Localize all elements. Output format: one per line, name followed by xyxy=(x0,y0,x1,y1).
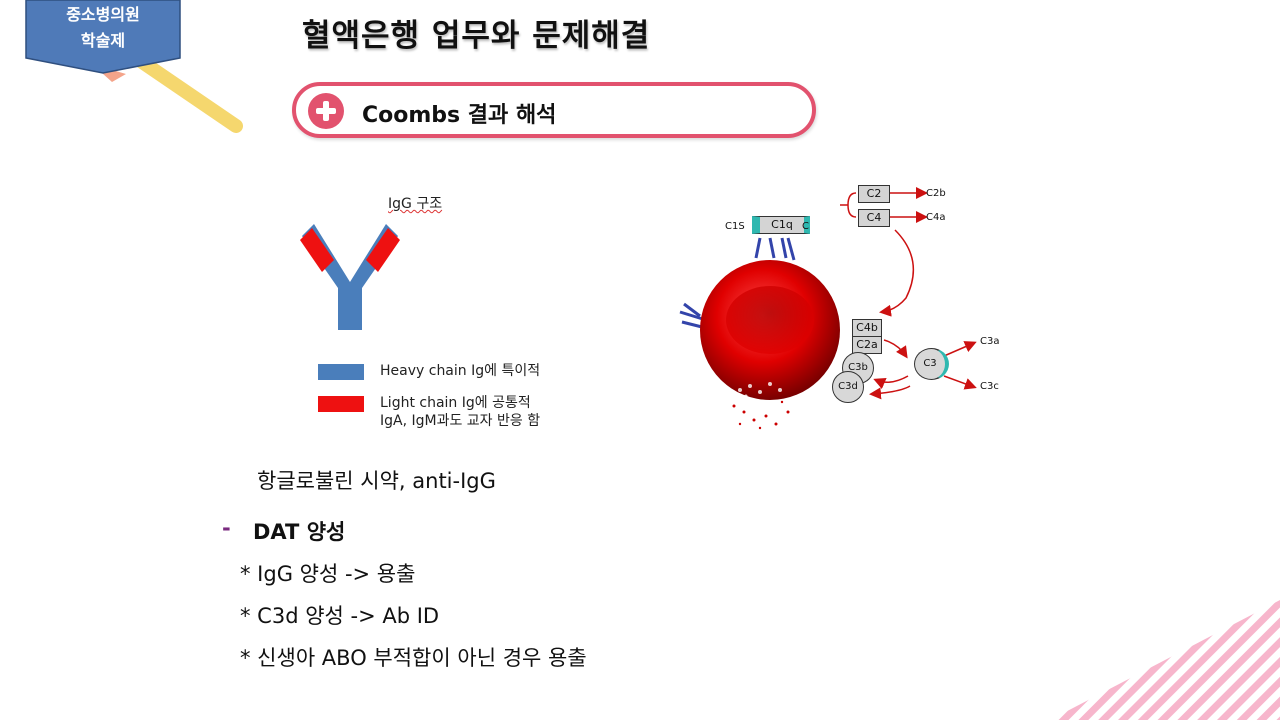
light-chain-label-1: Light chain Ig에 공통적 xyxy=(380,395,531,411)
dat-positive-heading: DAT 양성 xyxy=(253,520,346,544)
c3d-circle: C3d xyxy=(832,371,864,403)
badge-label: 중소병의원 학술제 xyxy=(26,2,180,54)
badge-line-1: 중소병의원 xyxy=(66,5,140,24)
section-header-pill: Coombs 결과 해석 xyxy=(292,82,816,138)
light-chain-swatch xyxy=(318,396,364,412)
light-chain-label-2: IgA, IgM과도 교자 반응 함 xyxy=(380,413,541,429)
heavy-chain-label: Heavy chain Ig에 특이적 xyxy=(380,363,541,379)
c1s-label: C1S xyxy=(725,221,745,232)
complement-cascade-diagram xyxy=(679,187,977,430)
section-title: Coombs 결과 해석 xyxy=(362,103,557,128)
c3a-label: C3a xyxy=(980,336,1000,347)
bullet-newborn-abo: * 신생아 ABO 부적합이 아닌 경우 용출 xyxy=(240,646,587,670)
c3-circle: C3 xyxy=(914,348,949,380)
antiglobulin-reagent-text: 항글로불린 시약, anti-IgG xyxy=(257,469,496,493)
heavy-chain-swatch xyxy=(318,364,364,380)
bullet-igg: * IgG 양성 -> 용출 xyxy=(240,562,416,586)
heavy-chain-legend: Heavy chain Ig에 특이적 xyxy=(380,362,540,380)
plus-circle-icon xyxy=(308,93,344,129)
igg-structure-caption: IgG 구조 xyxy=(388,193,442,213)
c2a-box: C2a xyxy=(852,336,882,354)
c3c-label: C3c xyxy=(980,381,999,392)
c4a-label: C4a xyxy=(926,212,946,223)
bullet-c3d: * C3d 양성 -> Ab ID xyxy=(240,604,440,628)
badge-ribbon-graphic xyxy=(25,0,243,133)
c2b-label: C2b xyxy=(926,188,946,199)
igg-antibody-icon xyxy=(300,224,400,330)
c1-label: C xyxy=(802,221,809,232)
c2-box: C2 xyxy=(858,185,890,203)
list-dash: - xyxy=(222,516,231,540)
page-title: 혈액은행 업무와 문제해결 xyxy=(302,18,651,54)
light-chain-legend: Light chain Ig에 공통적 IgA, IgM과도 교자 반응 함 xyxy=(380,394,540,430)
badge-line-2: 학술제 xyxy=(80,31,126,50)
c4b-box: C4b xyxy=(852,319,882,337)
c4-box: C4 xyxy=(858,209,890,227)
c1q-box: C1q xyxy=(752,216,810,234)
igg-caption-text: IgG 구조 xyxy=(388,196,443,212)
decorative-stripes xyxy=(1050,600,1280,720)
